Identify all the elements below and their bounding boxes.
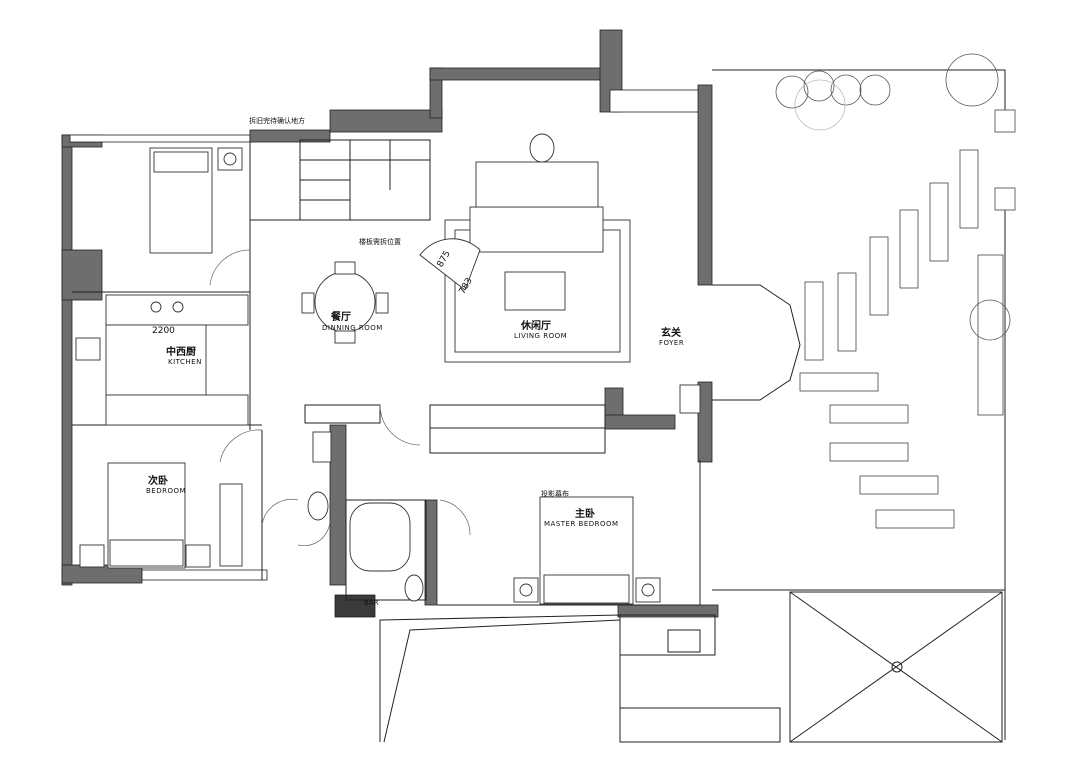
demolition-note: 拆旧完待确认地方 [249,117,305,125]
furniture [75,133,701,605]
toilet-icon [404,574,424,602]
master-bedroom-subtitle: MASTER BEDROOM [544,520,619,528]
dining-table [314,271,376,333]
interior-lines [72,69,1006,743]
projection-screen-note: 投影幕布 [541,490,569,498]
foyer-title: 玄关 [661,328,681,339]
bedroom-title: 次卧 [148,476,168,487]
door-swings [209,249,471,546]
kitchen-length-dimension: 2200 [152,326,175,336]
stair-removal-note: 楼板需拆位置 [359,238,401,246]
sofa-icon [469,206,604,253]
kitchen-subtitle: KITCHEN [168,358,202,366]
dining-room-subtitle: DINNING ROOM [322,324,383,332]
master-bedroom-title: 主卧 [575,509,595,520]
walls [61,29,719,618]
toilet-icon [307,491,329,521]
bedroom-subtitle: BEDROOM [146,487,187,495]
living-room-title: 休闲厅 [521,321,551,332]
stepping-stones [799,109,1016,529]
bar-label: BAR [364,599,379,607]
kitchen-title: 中西厨 [166,347,196,358]
plants [775,53,1011,341]
living-room-subtitle: LIVING ROOM [514,332,568,340]
foyer-subtitle: FOYER [659,339,685,347]
dining-room-title: 餐厅 [331,312,351,323]
